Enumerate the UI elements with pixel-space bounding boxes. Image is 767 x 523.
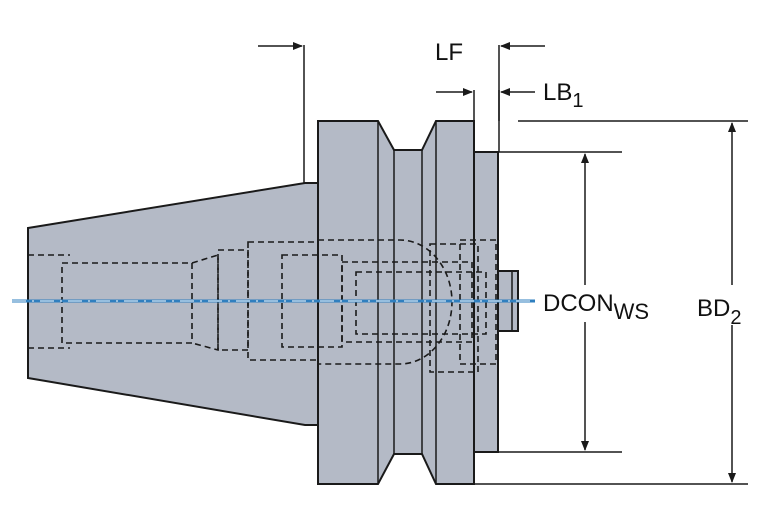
bd2-label: BD2 [697, 295, 741, 329]
bd2-label-sub: 2 [730, 307, 741, 329]
dcon-label-main: DCON [543, 290, 614, 317]
lf-label: LF [435, 39, 463, 66]
lb1-label-sub: 1 [572, 90, 583, 112]
lb1-label: LB1 [543, 79, 583, 112]
dcon-label-sub: WS [614, 299, 649, 324]
bd2-label-main: BD [697, 295, 730, 322]
dcon-ws-label: DCONWS [543, 290, 649, 324]
dcon-dimension [498, 151, 622, 453]
lb1-label-main: LB [543, 79, 572, 106]
taper-shank [27, 182, 319, 426]
bd2-dimension [474, 120, 748, 485]
lb1-dimension [436, 88, 535, 121]
